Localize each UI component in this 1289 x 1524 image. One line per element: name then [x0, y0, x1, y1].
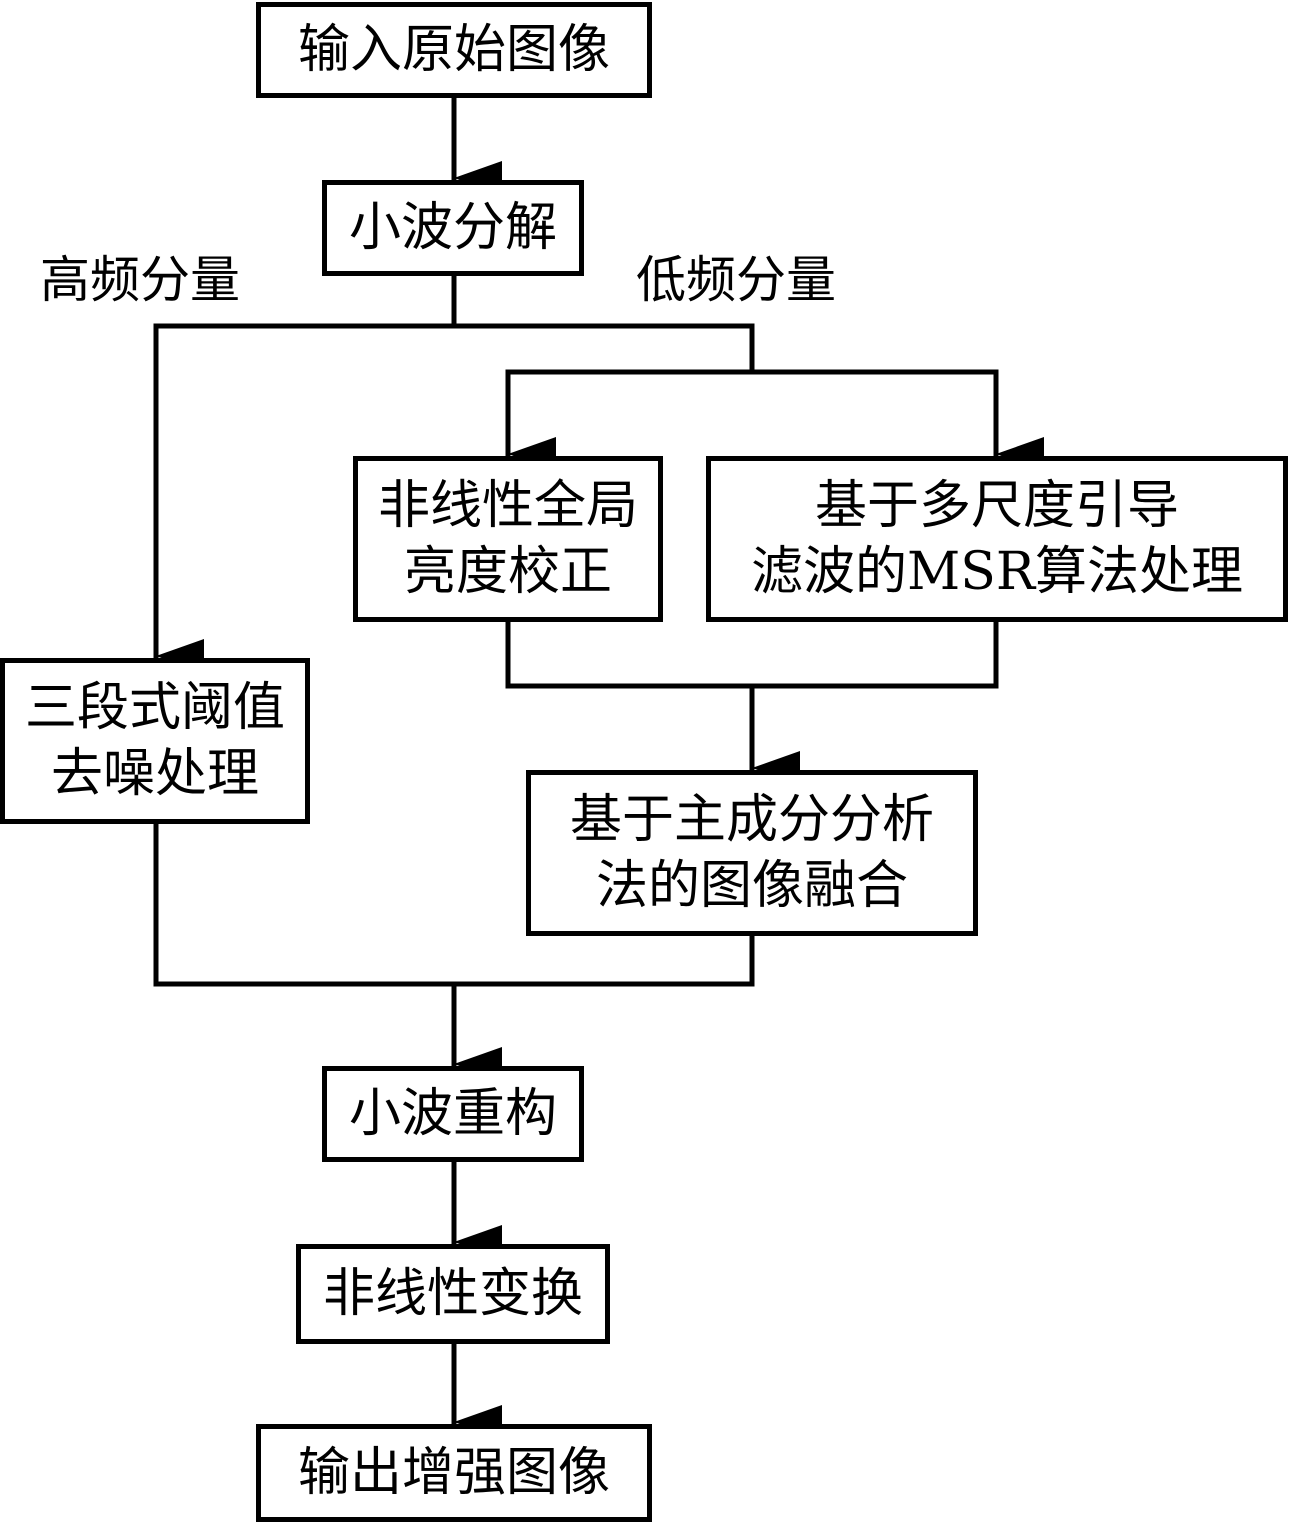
threshold-denoise-box: 三段式阈值 去噪处理 — [0, 658, 310, 824]
wavelet-reconstruction-box: 小波重构 — [322, 1066, 584, 1162]
msr-line-2: 滤波的MSR算法处理 — [750, 542, 1244, 602]
msr-line-1: 基于多尺度引导 — [814, 476, 1179, 536]
nonlinear-transform-box: 非线性变换 — [296, 1244, 610, 1344]
nonlinear-brightness-correction-box: 非线性全局 亮度校正 — [353, 456, 663, 622]
high-frequency-label: 高频分量 — [40, 251, 240, 309]
input-image-box: 输入原始图像 — [256, 2, 652, 98]
denoise-line-2: 去噪处理 — [50, 744, 259, 804]
msr-algorithm-box: 基于多尺度引导 滤波的MSR算法处理 — [706, 456, 1288, 622]
nonlinear-correction-line-2: 亮度校正 — [403, 542, 612, 602]
nonlinear-transform-label: 非线性变换 — [322, 1264, 583, 1324]
denoise-line-1: 三段式阈值 — [24, 678, 285, 738]
pca-fusion-box: 基于主成分分析 法的图像融合 — [526, 770, 978, 936]
wavelet-decomposition-box: 小波分解 — [322, 180, 584, 276]
pca-fusion-line-2: 法的图像融合 — [595, 856, 908, 916]
wavelet-decomposition-label: 小波分解 — [348, 198, 557, 258]
input-image-label: 输入原始图像 — [297, 20, 610, 80]
low-frequency-label: 低频分量 — [636, 251, 836, 309]
pca-fusion-line-1: 基于主成分分析 — [569, 790, 934, 850]
output-enhanced-image-label: 输出增强图像 — [297, 1443, 610, 1503]
output-enhanced-image-box: 输出增强图像 — [256, 1424, 652, 1522]
wavelet-reconstruction-label: 小波重构 — [348, 1084, 557, 1144]
nonlinear-correction-line-1: 非线性全局 — [377, 476, 638, 536]
